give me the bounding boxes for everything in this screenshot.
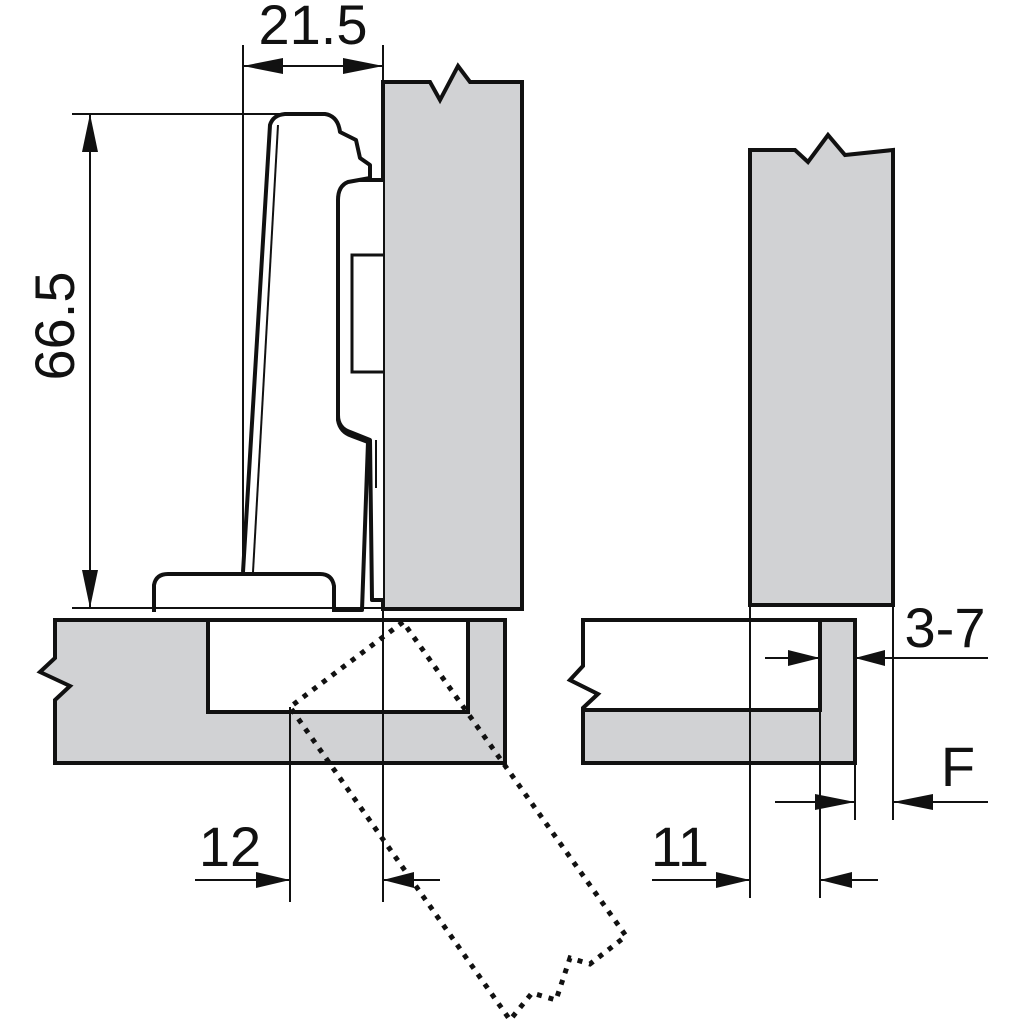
dim-66-5-label: 66.5 bbox=[23, 272, 86, 381]
dim-3-7-arrow-right bbox=[855, 650, 885, 666]
dim-f-arrow-left bbox=[815, 794, 855, 810]
dim-66-5-arrow-bottom bbox=[82, 570, 98, 608]
dim-21-5-arrow-right bbox=[343, 58, 383, 74]
open-door-outline bbox=[286, 620, 630, 1024]
dim-21-5-arrow-left bbox=[243, 58, 283, 74]
dim-12-arrow-right bbox=[383, 872, 414, 888]
dim-3-7-arrow-left bbox=[788, 650, 820, 666]
cup-recess bbox=[206, 618, 470, 714]
dim-3-7-label: 3-7 bbox=[905, 596, 986, 659]
dim-21-5-label: 21.5 bbox=[259, 0, 368, 56]
dim-f-arrow-right bbox=[893, 794, 933, 810]
dim-11-label: 11 bbox=[651, 815, 709, 878]
dim-11-arrow-right bbox=[820, 872, 852, 888]
dim-11-arrow-left bbox=[716, 872, 750, 888]
hinge-arm-inner-line bbox=[252, 124, 279, 573]
door-panel-right-inner bbox=[566, 618, 822, 712]
dim-12-arrow-left bbox=[256, 872, 290, 888]
mounting-plate-slot bbox=[350, 253, 383, 374]
hinge-cup-boss bbox=[152, 572, 336, 612]
dim-12-label: 12 bbox=[199, 815, 261, 878]
dim-66-5-arrow-top bbox=[82, 114, 98, 152]
cabinet-side-panel-right bbox=[748, 131, 895, 607]
dim-f-label: F bbox=[941, 735, 975, 798]
cabinet-side-panel-left bbox=[381, 62, 524, 611]
